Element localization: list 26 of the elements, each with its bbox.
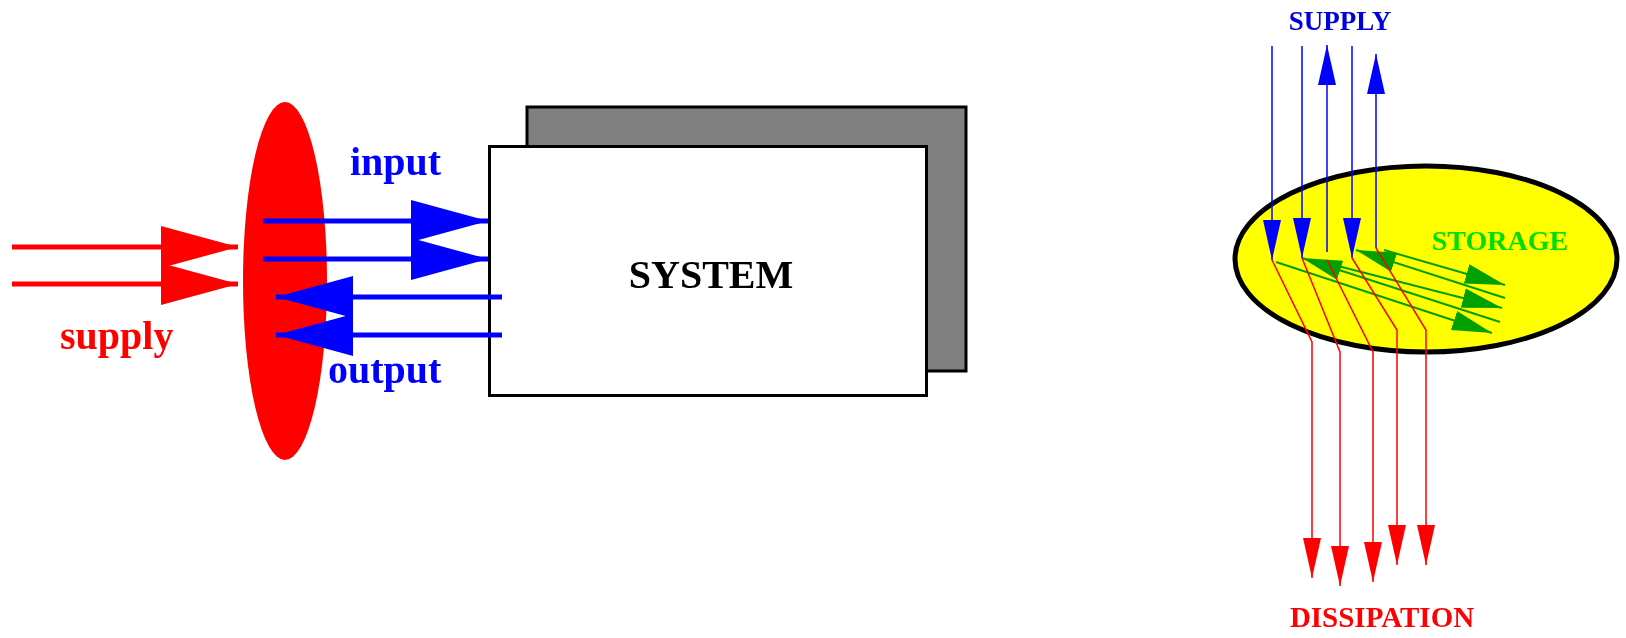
- system-box: [488, 145, 928, 397]
- arrow: [1343, 45, 1361, 259]
- text-label: input: [350, 142, 442, 182]
- node-label: SYSTEM: [627, 250, 795, 299]
- arrow: [12, 263, 238, 305]
- arrow: [1375, 247, 1435, 566]
- arrow: [1318, 44, 1336, 253]
- boundary-ellipse: [240, 99, 330, 463]
- arrow: [1351, 257, 1406, 566]
- arrow: [276, 276, 502, 318]
- arrow: [12, 226, 238, 268]
- storage-ellipse: [1232, 163, 1620, 355]
- arrow: [1301, 257, 1349, 587]
- arrow: [263, 200, 488, 242]
- arrow: [1293, 45, 1311, 259]
- text-label: output: [328, 350, 442, 390]
- arrow: [1263, 45, 1281, 261]
- arrow: [276, 314, 502, 356]
- arrow: [263, 238, 488, 280]
- node-label: STORAGE: [1430, 224, 1570, 258]
- flow-label: SUPPLY: [1287, 4, 1393, 38]
- arrow: [1367, 53, 1385, 249]
- flow-label: DISSIPATION: [1290, 599, 1474, 635]
- text-label: supply: [60, 316, 174, 356]
- arrow: [1271, 259, 1321, 579]
- arrow: [1326, 259, 1382, 583]
